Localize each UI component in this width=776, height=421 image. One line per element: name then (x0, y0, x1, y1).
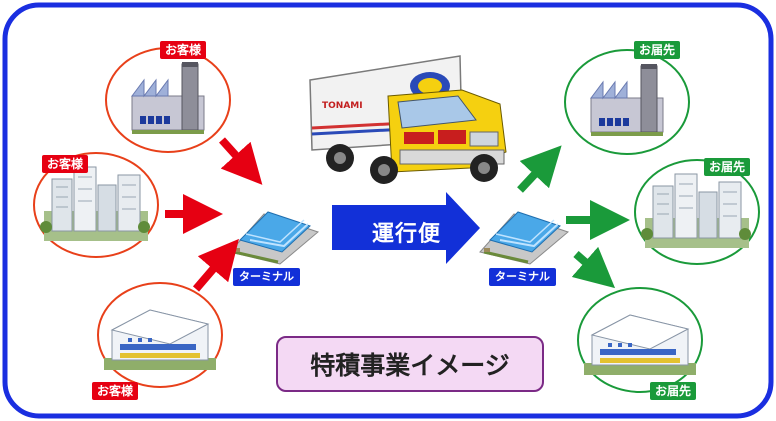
truck-brand-text: TONAMI (322, 101, 363, 111)
customer-tag: お客様 (42, 155, 89, 173)
customer-factory-node (105, 47, 231, 153)
delivery-city-node (634, 159, 760, 265)
customer-tag: お客様 (92, 382, 139, 400)
terminal-tag: ターミナル (489, 268, 556, 286)
customer-tag: お客様 (160, 41, 207, 59)
delivery-warehouse-node (577, 287, 703, 393)
customer-arrow (192, 238, 240, 292)
delivery-tag: お届先 (650, 382, 697, 400)
diagram-title: 特積事業イメージ (276, 336, 544, 392)
truck-icon: TONAMI (309, 55, 507, 184)
customer-warehouse-node (97, 282, 223, 388)
delivery-tag: お届先 (634, 41, 681, 59)
line-haul-label: 運行便 (372, 222, 442, 247)
delivery-arrow (571, 246, 616, 289)
customer-city-node (33, 152, 159, 258)
terminal-tag: ターミナル (233, 268, 300, 286)
customer-arrow (219, 137, 263, 185)
delivery-tag: お届先 (704, 158, 751, 176)
delivery-arrow (517, 145, 562, 193)
delivery-factory-node (564, 49, 690, 155)
line-haul-arrow (332, 192, 480, 264)
